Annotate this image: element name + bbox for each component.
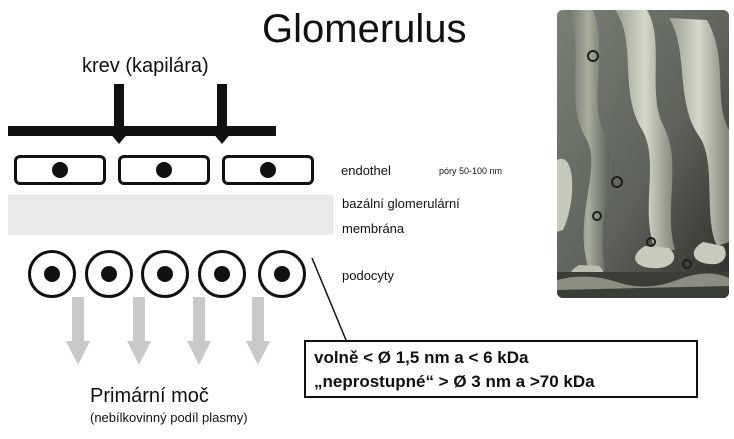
filtration-box: volně < Ø 1,5 nm a < 6 kDa „neprostupné“…	[304, 340, 698, 398]
filtration-line-1: volně < Ø 1,5 nm a < 6 kDa	[314, 346, 688, 370]
filtration-arrow-head	[246, 341, 270, 365]
micrograph-texture	[557, 10, 729, 298]
filtration-line-2: „neprostupné“ > Ø 3 nm a >70 kDa	[314, 370, 688, 394]
electron-micrograph-icon	[557, 10, 729, 298]
filtration-arrow-shaft	[193, 297, 205, 341]
filtration-arrow	[246, 297, 270, 369]
filtration-arrow-head	[127, 341, 151, 365]
filtration-arrow-shaft	[133, 297, 145, 341]
filtration-arrow	[66, 297, 90, 369]
filtration-arrow-shaft	[72, 297, 84, 341]
micrograph-foot	[635, 246, 674, 268]
filtration-arrow-head	[66, 341, 90, 365]
primary-urine-title: Primární moč	[90, 384, 209, 408]
filtration-arrow	[127, 297, 151, 369]
filtration-arrow-shaft	[252, 297, 264, 341]
primary-urine-subtitle: (nebílkovinný podíl plasmy)	[90, 410, 248, 426]
pointer-line-segment	[312, 258, 346, 340]
filtration-arrow	[187, 297, 211, 369]
filtration-arrow-head	[187, 341, 211, 365]
